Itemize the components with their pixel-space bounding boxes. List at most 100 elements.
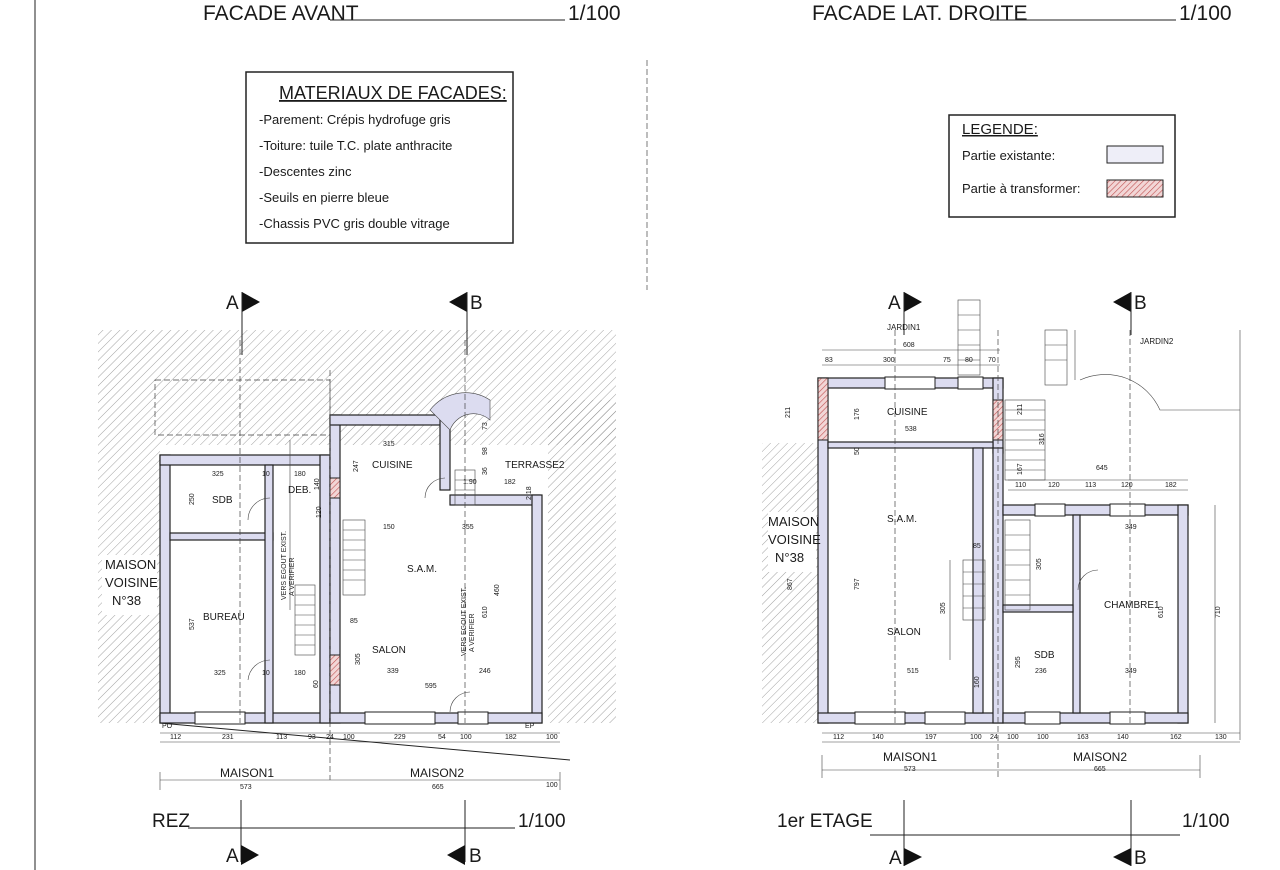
dim: 595 [425, 683, 437, 690]
materials-item: -Descentes zinc [259, 164, 352, 179]
dim: 250 [189, 493, 196, 505]
dim: 75 [943, 357, 951, 364]
header-facade-avant-scale: 1/100 [568, 2, 621, 25]
materials-item: -Parement: Crépis hydrofuge gris [259, 112, 451, 127]
section-marker-b-top-etage: B [1113, 292, 1147, 335]
dim: 867 [787, 578, 794, 590]
room-terrasse: TERRASSE2 [505, 460, 565, 471]
room-jardin1: JARDIN1 [887, 323, 921, 332]
dim: 295 [1015, 656, 1022, 668]
dim-outer: 100 [343, 734, 355, 741]
dim: 70 [988, 357, 996, 364]
hatched-right [548, 400, 616, 723]
dim: 36 [482, 467, 489, 475]
dim: 85 [973, 543, 981, 550]
dim: 305 [940, 602, 947, 614]
legend-existing-label: Partie existante: [962, 148, 1055, 163]
svg-text:A: A [888, 293, 901, 314]
dim: 608 [903, 342, 915, 349]
dim: 349 [1125, 668, 1137, 675]
neighbor-line: VOISINE [768, 532, 821, 547]
sewer-note-2b: A VERIFIER [469, 613, 476, 652]
svg-text:B: B [1134, 848, 1147, 869]
marker-po: PO [162, 723, 173, 730]
plan-etage: 608 83 300 75 80 70 A B JARDIN1 JARDIN2 … [762, 292, 1241, 869]
dim: 355 [462, 524, 474, 531]
dim-outer: 100 [1037, 734, 1049, 741]
dim: 50 [854, 447, 861, 455]
dim-outer: 24 [990, 734, 998, 741]
dim: 211 [785, 407, 792, 418]
plan-rez: A B SDB DEB. BUREAU CUISINE S.A.M. SALON… [98, 292, 616, 867]
dim: 180 [294, 471, 306, 478]
room-salon-etage: SALON [887, 627, 921, 638]
sewer-note-1b: A VERIFIER [289, 557, 296, 596]
dim: 150 [383, 524, 395, 531]
dim-outer: 54 [438, 734, 446, 741]
dim: 460 [494, 584, 501, 596]
dim: 10 [262, 471, 270, 478]
dim-end: 100 [546, 782, 558, 789]
dim: 797 [854, 578, 861, 590]
legend-title: LEGENDE: [962, 121, 1038, 138]
room-chambre: CHAMBRE1 [1104, 600, 1160, 611]
section-marker-a-bottom: A [226, 800, 259, 867]
dim: 236 [1035, 668, 1047, 675]
dim-outer: 100 [546, 734, 558, 741]
dim-outer: 197 [925, 734, 937, 741]
hatched-neighbor [762, 443, 820, 723]
dim-outer: 112 [833, 734, 844, 741]
dim: 305 [355, 653, 362, 665]
legend-box: LEGENDE: Partie existante: Partie à tran… [948, 114, 1176, 218]
rez-scale: 1/100 [518, 811, 566, 832]
rez-title: REZ [152, 811, 190, 832]
legend-transform-label: Partie à transformer: [962, 181, 1081, 196]
dim: 167 [1017, 463, 1024, 475]
dim: 120 [316, 506, 323, 518]
house-label-1: MAISON1 [883, 750, 937, 764]
svg-text:B: B [470, 293, 483, 314]
dim: 98 [482, 447, 489, 455]
dim: 120 [1048, 482, 1060, 489]
dim: 211 [1017, 404, 1024, 415]
dim: 325 [214, 670, 226, 677]
etage-title: 1er ETAGE [777, 811, 873, 832]
dim: 645 [1096, 465, 1108, 472]
neighbor-line: N°38 [112, 593, 141, 608]
house-width-1: 573 [240, 784, 252, 791]
section-marker-a-top: A [226, 292, 260, 355]
sewer-note-2: VERS EGOUT EXIST. [461, 587, 468, 656]
neighbor-line: N°38 [775, 550, 804, 565]
header-facade-avant: FACADE AVANT 1/100 [203, 2, 621, 25]
materials-item: -Chassis PVC gris double vitrage [259, 216, 450, 231]
house-width-2: 665 [432, 784, 444, 791]
room-deb: DEB. [288, 485, 311, 496]
dim: 339 [387, 668, 399, 675]
dim: 140 [314, 478, 321, 490]
dim: 80 [965, 357, 973, 364]
legend-existing-swatch [1106, 145, 1164, 164]
house-width-1: 573 [904, 766, 916, 773]
room-sam-etage: S.A.M. [887, 514, 917, 525]
section-marker-b-bottom: B [447, 800, 482, 867]
header-facade-lat-scale: 1/100 [1179, 2, 1232, 25]
etage-scale: 1/100 [1182, 811, 1230, 832]
dim: 176 [854, 408, 861, 420]
neighbor-line: VOISINE [105, 575, 158, 590]
svg-text:A: A [226, 846, 239, 867]
dim-outer: 140 [1117, 734, 1129, 741]
hatched-ground [98, 330, 616, 445]
materials-title: MATERIAUX DE FACADES: [279, 83, 507, 103]
dim: 305 [1036, 558, 1043, 570]
house-label-2: MAISON2 [410, 766, 464, 780]
materials-item: -Seuils en pierre bleue [259, 190, 389, 205]
dim: 246 [479, 668, 491, 675]
dim: 85 [350, 618, 358, 625]
dim: 182 [504, 479, 516, 486]
dim-outer: 162 [1170, 734, 1182, 741]
room-cuisine: CUISINE [372, 460, 413, 471]
neighbor-line: MAISON [768, 514, 819, 529]
dim: 182 [1165, 482, 1177, 489]
dim: 247 [353, 460, 360, 472]
room-bureau: BUREAU [203, 612, 245, 623]
